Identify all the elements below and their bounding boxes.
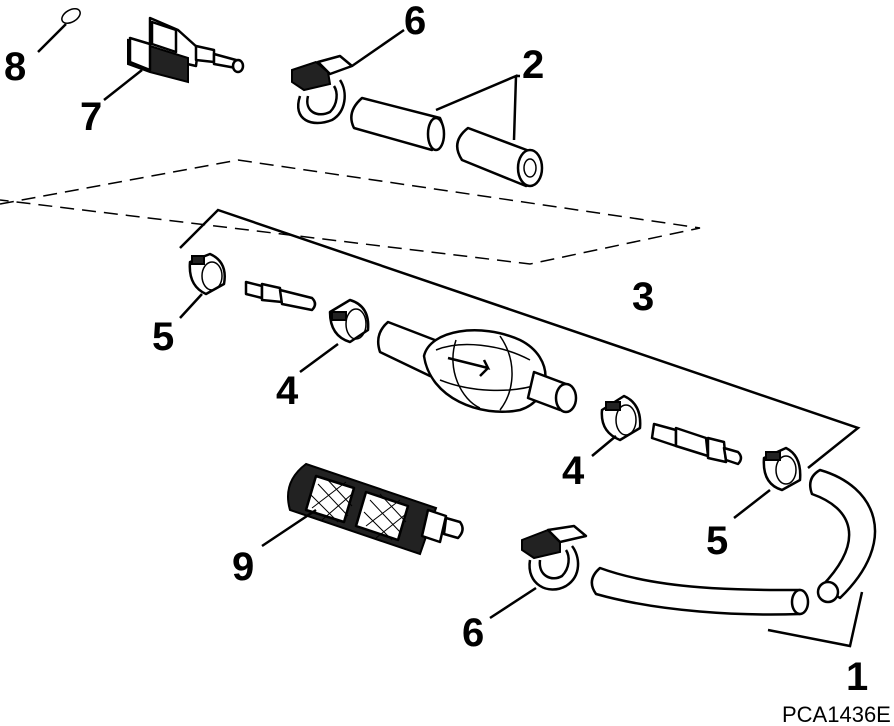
fuel-connector-icon [127, 16, 245, 84]
hose-fitting-icon [244, 280, 317, 312]
callout-3: 3 [632, 275, 654, 319]
callout-4-left: 4 [276, 369, 299, 413]
callout-5-left: 5 [152, 315, 174, 359]
callout-6-top: 6 [404, 0, 426, 43]
primer-bulb-assembly-icon [377, 320, 578, 414]
hose-clamp-icon [328, 298, 370, 344]
callout-7: 7 [80, 95, 102, 139]
figure-code: PCA1436E [782, 702, 891, 726]
callout-9: 9 [232, 545, 254, 589]
callout-8: 8 [4, 45, 26, 89]
hose-section-icon [350, 96, 544, 188]
hose-clamp-icon [188, 252, 226, 296]
callout-6-bottom: 6 [462, 611, 484, 655]
o-ring-icon [61, 8, 81, 24]
hose-fitting-icon [650, 422, 743, 466]
fuel-filter-icon [287, 462, 464, 556]
hose-clamp-icon [762, 446, 802, 492]
callout-1: 1 [846, 655, 868, 699]
leader-lines [37, 23, 864, 648]
hose-clamp-icon [600, 394, 642, 442]
tie-strap-clamp-icon [291, 54, 354, 125]
tie-strap-clamp-icon [521, 524, 588, 591]
callout-5-right: 5 [706, 519, 728, 563]
callout-4-right: 4 [562, 449, 585, 493]
fuel-hose-icon [590, 468, 877, 616]
callout-2: 2 [522, 43, 544, 87]
